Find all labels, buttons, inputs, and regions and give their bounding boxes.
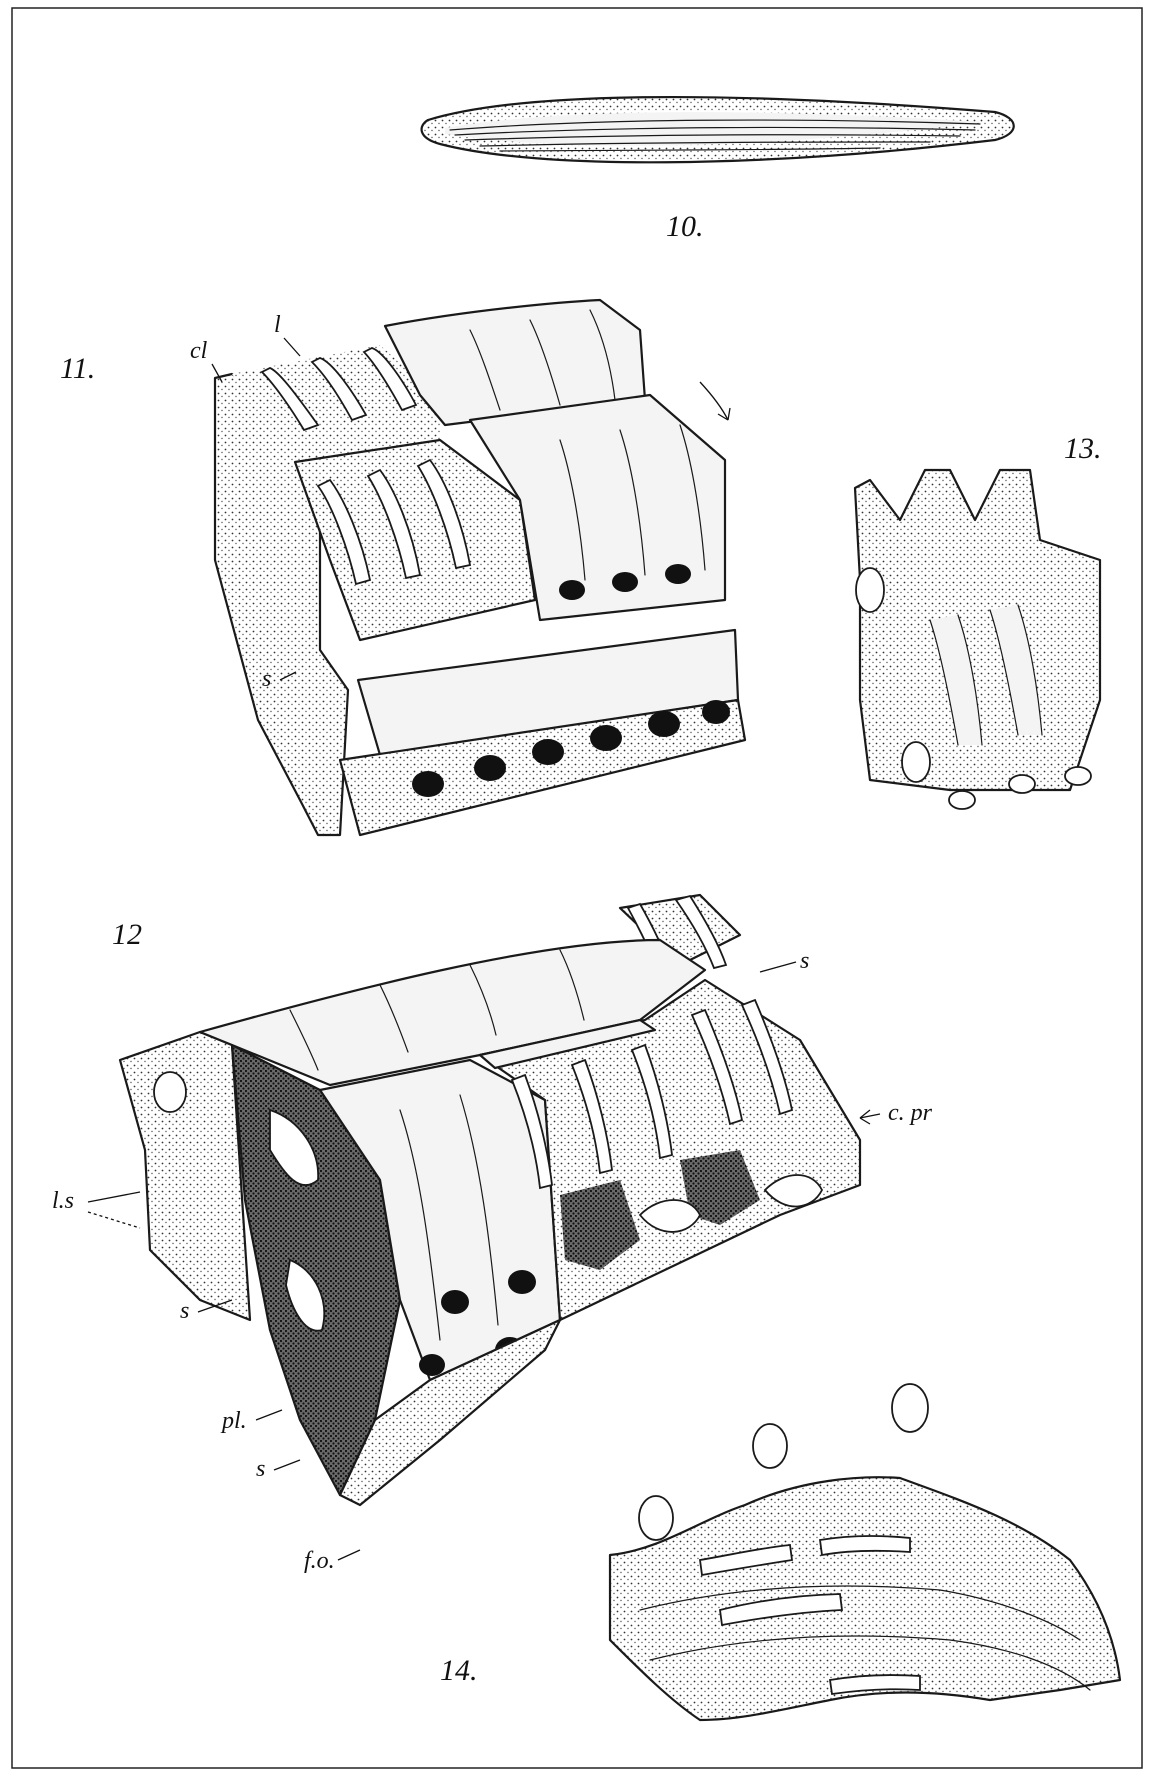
fig12-label-c-pr: c. pr	[888, 1100, 933, 1126]
figure-12-drawing	[118, 893, 862, 1507]
figure-14-number: 14.	[440, 1654, 478, 1687]
plate-border	[11, 7, 1143, 1769]
figure-12-number: 12	[112, 918, 142, 951]
fig12-label-f-o: f.o.	[304, 1548, 335, 1574]
figure-11-number: 11.	[60, 352, 95, 385]
figure-11-drawing	[213, 298, 747, 837]
figure-10-number: 10.	[666, 210, 704, 243]
fig12-label-s-top: s	[800, 948, 809, 974]
figure-13-number: 13.	[1064, 432, 1102, 465]
fig12-label-pl: pl.	[220, 1408, 247, 1434]
figure-14-drawing	[608, 1383, 1122, 1722]
fig12-label-s-mid: s	[180, 1298, 189, 1324]
fig12-label-s-low: s	[256, 1456, 265, 1482]
fig11-label-cl: cl	[190, 338, 208, 364]
fig12-label-l-s: l.s	[52, 1188, 74, 1214]
figure-10-drawing	[420, 95, 1015, 164]
figure-11-arrow	[699, 381, 729, 421]
fig11-label-s: s	[262, 666, 271, 692]
fig11-label-l: l	[274, 312, 281, 338]
figure-13-drawing	[853, 468, 1102, 810]
